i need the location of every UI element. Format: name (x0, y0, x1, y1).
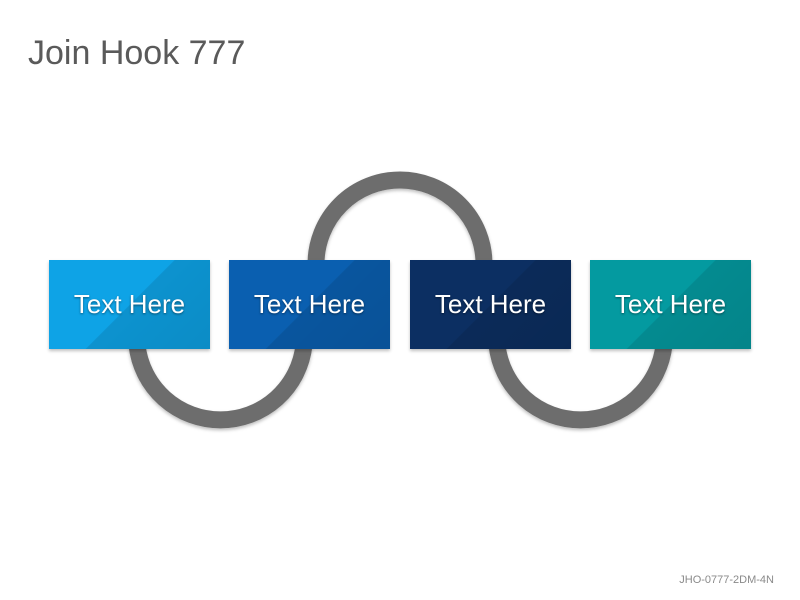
lower-hook-1 (128, 343, 313, 429)
text-box-4[interactable]: Text Here (590, 260, 751, 349)
text-box-3[interactable]: Text Here (410, 260, 571, 349)
slide-code: JHO-0777-2DM-4N (679, 574, 774, 586)
slide-title: Join Hook 777 (28, 34, 246, 72)
text-box-1[interactable]: Text Here (49, 260, 210, 349)
lower-hook-2 (488, 343, 673, 429)
text-box-label: Text Here (253, 289, 366, 319)
text-box-label: Text Here (434, 289, 547, 319)
text-box-label: Text Here (73, 289, 186, 319)
text-box-2[interactable]: Text Here (229, 260, 390, 349)
upper-hook (307, 171, 493, 265)
text-box-label: Text Here (614, 289, 727, 319)
